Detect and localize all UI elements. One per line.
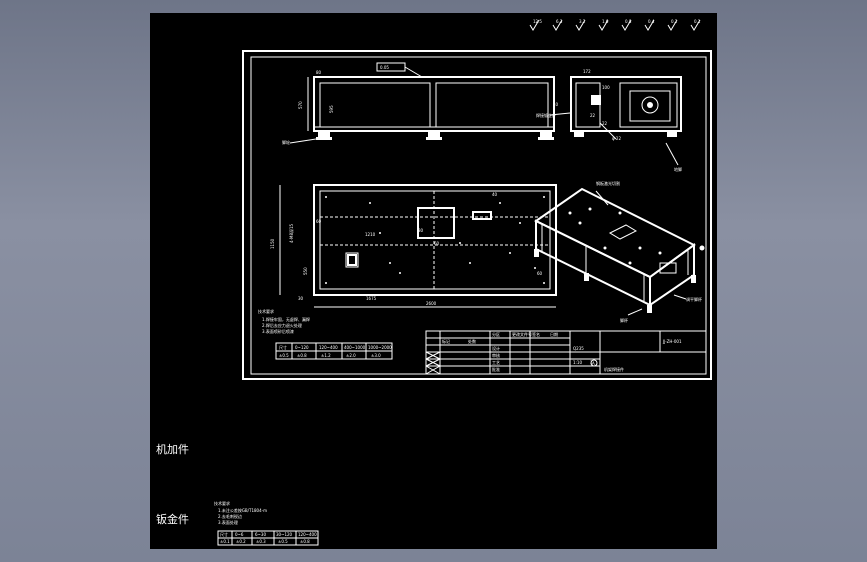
sheet-metal-label: 钣金件 — [156, 512, 189, 526]
notes2-line-3: 3.表面处理 — [218, 519, 238, 525]
surface-symbol-4: 1.6 — [602, 19, 609, 24]
tol-v-1: ±0.8 — [297, 353, 307, 358]
front-dim-top: 80 — [316, 70, 322, 75]
side-phi: φ 22 — [612, 136, 621, 141]
tol2-v-2: ±0.3 — [256, 539, 266, 544]
surface-symbol-8: 0.1 — [694, 19, 701, 24]
tol-v-3: ±2.0 — [346, 353, 356, 358]
surface-symbol-6: 0.4 — [648, 19, 655, 24]
tb-material: Q235 — [573, 346, 584, 351]
sheet-inner-border — [250, 56, 707, 375]
notes2-line-1: 1.未注公差按GB/T1804-m — [218, 507, 267, 513]
top-dim-w2: 550 — [303, 267, 308, 275]
tb-row-0: 标记 — [442, 338, 450, 344]
lower-notes: 技术要求 1.未注公差按GB/T1804-m 2.去毛刺锐边 3.表面处理 — [214, 500, 267, 525]
tol2-h-1: 0~6 — [235, 532, 244, 537]
surface-symbols: 12.5 6.3 3.2 1.6 0.8 0.4 0.2 0.1 — [529, 19, 701, 31]
lower-tolerance-table: 尺寸 0~6 6~30 30~120 120~400 ±0.1 ±0.2 ±0.… — [217, 530, 319, 546]
tol2-h-4: 120~400 — [298, 532, 317, 537]
tol2-h-2: 6~30 — [255, 532, 266, 537]
side-dim-d: 22 — [602, 121, 608, 126]
tol2-h-3: 30~120 — [276, 532, 293, 537]
side-dim-a: 100 — [602, 85, 610, 90]
side-dim-top: 172 — [583, 69, 591, 74]
side-leader-1: 焊接钣金件 — [536, 112, 556, 118]
tol2-v-0: ±0.1 — [220, 539, 230, 544]
machined-parts-label: 机加件 — [156, 442, 189, 456]
side-leader-2: 地脚 — [674, 166, 682, 172]
top-dim-w1: 1150 — [270, 238, 275, 249]
top-dim-f: 40 — [492, 192, 498, 197]
tb-name: 机架焊接件 — [604, 366, 624, 372]
side-dim-b: 40 — [553, 102, 559, 107]
iso-leader-2: 脚杯 — [620, 317, 628, 323]
tb-col-1: 审核 — [492, 352, 500, 358]
front-leader: 脚轮 — [282, 139, 290, 145]
notes-line-3: 3.表面喷砂后喷漆 — [262, 328, 294, 334]
notes2-line-2: 2.去毛刺锐边 — [218, 513, 242, 519]
top-dim-a: 30 — [298, 296, 304, 301]
tb-row-1: 处数 — [468, 338, 476, 344]
tol-v-2: ±1.2 — [321, 353, 331, 358]
tb-row-3: 更改文件号 — [512, 331, 532, 337]
surface-symbol-7: 0.2 — [671, 19, 678, 24]
iso-leader-1: 钢板激光切割 — [596, 180, 620, 186]
iso-view: 钢板激光切割 脚杯 调平脚杯 — [534, 180, 705, 323]
tb-col-3: 批准 — [492, 366, 500, 372]
surface-symbol-2: 6.3 — [556, 19, 563, 24]
notes2-title: 技术要求 — [214, 500, 230, 506]
surface-symbol-1: 12.5 — [533, 19, 542, 24]
top-dim-inner: 1675 — [366, 296, 377, 301]
drawing-svg: 12.5 6.3 3.2 1.6 0.8 0.4 0.2 0.1 — [156, 19, 712, 546]
tol2-v-3: ±0.5 — [278, 539, 288, 544]
top-dim-c: 1210 — [365, 232, 376, 237]
top-dim-d: 60 — [537, 271, 543, 276]
top-dim-len: 2600 — [426, 301, 437, 306]
tb-col-0: 设计 — [492, 345, 500, 351]
tb-drawing-no: JJ-ZH-001 — [662, 339, 682, 344]
sheet-outer-border — [242, 50, 712, 380]
side-dim-c: 22 — [590, 113, 596, 118]
notes-line-2: 2.焊后去应力退火处理 — [262, 322, 302, 328]
top-dim-e: 30 — [418, 228, 424, 233]
iso-leader-3: 调平脚杯 — [686, 296, 702, 302]
tb-row-5: 日期 — [550, 331, 558, 337]
front-dim-inner: 595 — [329, 105, 334, 113]
tb-col-2: 工艺 — [492, 360, 500, 365]
tol2-h-0: 尺寸 — [220, 531, 228, 537]
notes-line-1: 1.焊接牢固，无虚焊、漏焊 — [262, 316, 310, 322]
top-dim-g: 60 — [434, 241, 440, 246]
top-dim-b: 60 — [316, 219, 322, 224]
surface-symbol-5: 0.8 — [625, 19, 632, 24]
flatness-label: 0.05 — [380, 65, 389, 70]
tol-h-0: 尺寸 — [279, 344, 287, 350]
side-view: 172 100 40 22 22 φ 22 焊接钣金件 地脚 — [536, 69, 682, 172]
top-dim-hole: 4-M8深15 — [288, 223, 294, 243]
sheet-tolerance-table: 尺寸 0~120 120~400 400~1000 1000~2000 ±0.5… — [275, 342, 393, 360]
cad-model-space[interactable]: 12.5 6.3 3.2 1.6 0.8 0.4 0.2 0.1 — [150, 13, 717, 549]
tol2-v-4: ±0.8 — [300, 539, 310, 544]
sheet-notes: 技术要求 1.焊接牢固，无虚焊、漏焊 2.焊后去应力退火处理 3.表面喷砂后喷漆 — [258, 308, 310, 334]
tb-row-2: 分区 — [492, 331, 500, 337]
front-view: 0.05 570 80 595 脚轮 — [282, 62, 555, 145]
title-block: 标记 处数 分区 更改文件号 签名 日期 设计 审核 工艺 批准 Q235 1:… — [425, 330, 707, 375]
tol-h-2: 120~400 — [319, 345, 338, 350]
tol2-v-1: ±0.2 — [236, 539, 246, 544]
surface-symbol-3: 3.2 — [579, 19, 586, 24]
tol-v-0: ±0.5 — [279, 353, 289, 358]
tol-h-1: 0~120 — [295, 345, 309, 350]
tb-stamp: A — [592, 361, 595, 366]
tb-scale: 1:10 — [573, 360, 582, 365]
tol-v-4: ±3.0 — [371, 353, 381, 358]
front-dim-height: 570 — [298, 101, 303, 109]
top-view: 2600 1675 1150 550 4-M8深15 30 60 1210 60… — [270, 184, 557, 308]
tb-row-4: 签名 — [532, 331, 540, 337]
tol-h-4: 1000~2000 — [368, 345, 392, 350]
notes-title: 技术要求 — [258, 308, 274, 314]
tol-h-3: 400~1000 — [344, 345, 366, 350]
